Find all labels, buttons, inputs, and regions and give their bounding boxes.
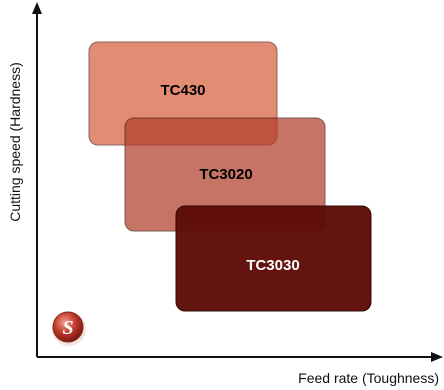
svg-text:S: S <box>62 317 73 339</box>
y-axis-arrow <box>32 2 42 14</box>
grade-box-tc3030: TC3030 <box>175 205 372 312</box>
y-axis-label: Cutting speed (Hardness) <box>7 62 23 222</box>
axes <box>32 2 443 362</box>
grade-label-tc3030: TC3030 <box>246 257 299 274</box>
x-axis-label: Feed rate (Toughness) <box>298 370 439 386</box>
grade-box-tc3020: TC3020 <box>124 117 326 232</box>
grade-label-tc3020: TC3020 <box>199 166 252 183</box>
x-axis-arrow <box>431 352 443 362</box>
grade-label-tc430: TC430 <box>160 82 205 99</box>
s-logo-icon: S <box>52 311 86 346</box>
